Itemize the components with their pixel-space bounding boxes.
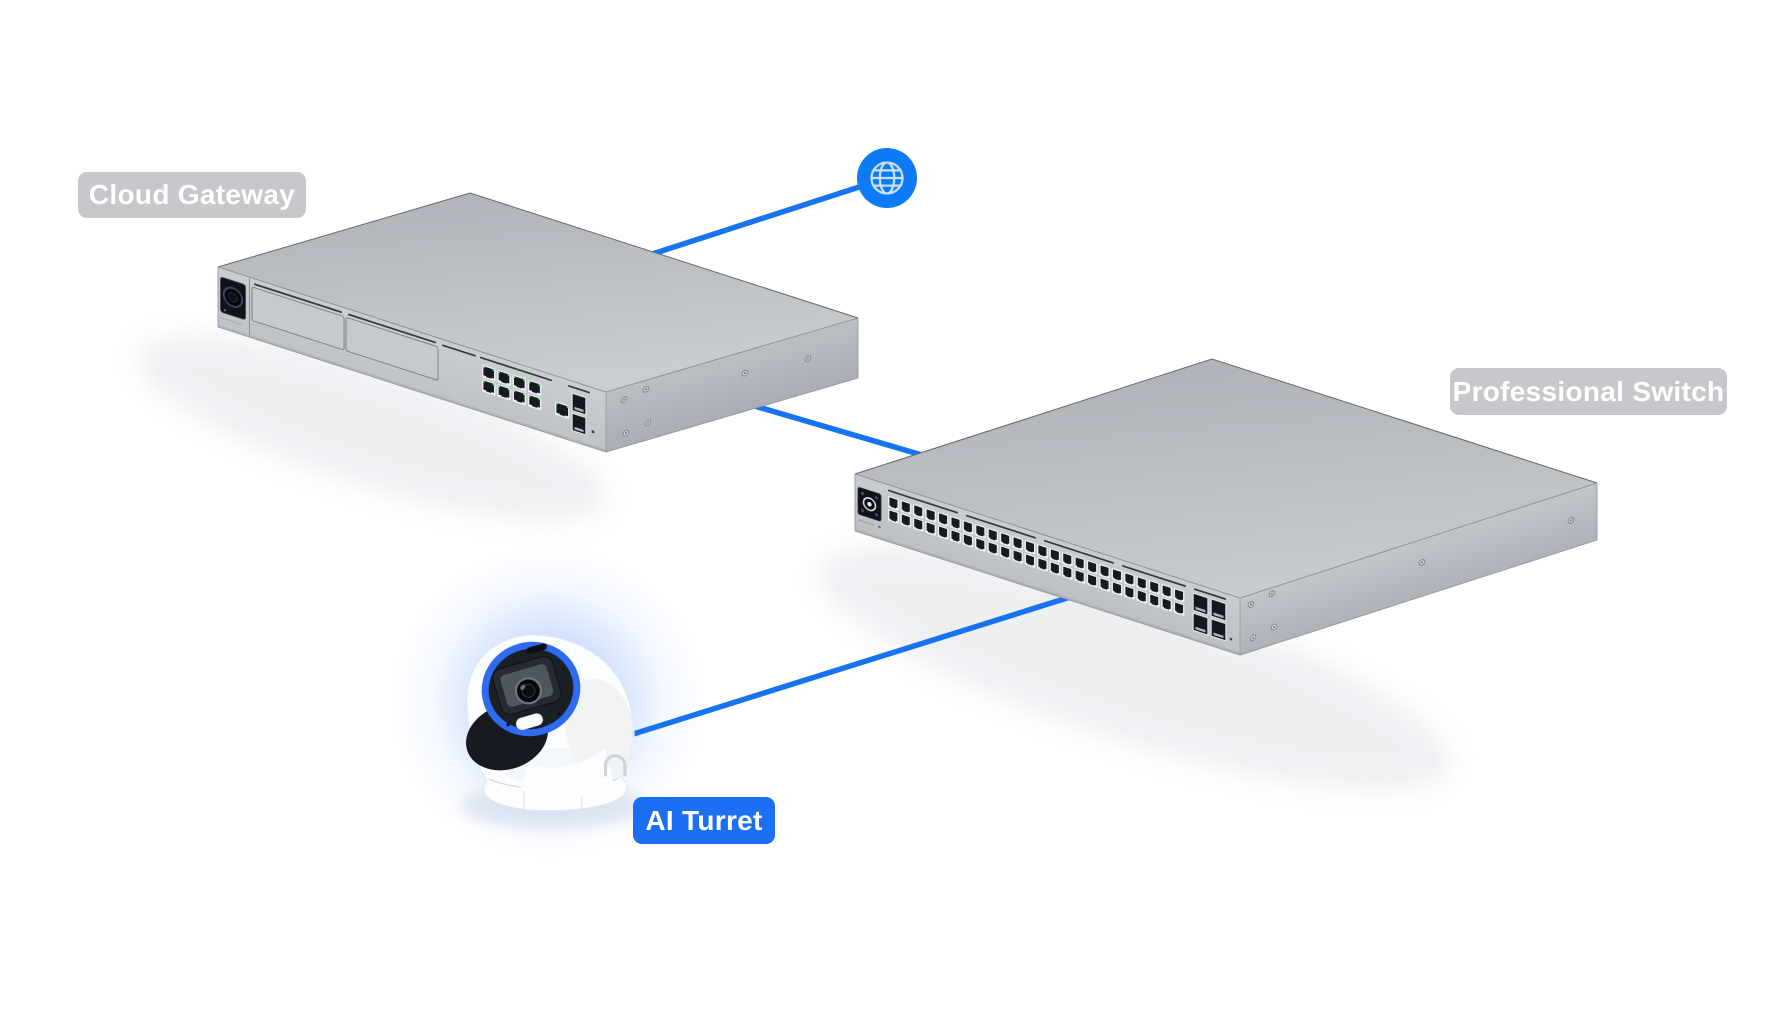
professional-switch-device (854, 358, 1598, 656)
gateway-drive-bays (251, 287, 439, 381)
connection-internet-gateway (637, 175, 890, 261)
camera-status-light-pill (515, 713, 543, 731)
ai-turret-camera (466, 634, 635, 812)
switch-logo-plate (857, 487, 882, 529)
switch-vent-slots (888, 489, 1226, 600)
camera-lens (514, 677, 542, 705)
gateway-top-face (218, 193, 858, 392)
drive-bay-door (251, 287, 345, 351)
switch-front-face (855, 474, 1240, 656)
switch-side-screws (1247, 516, 1575, 642)
gateway-side-face (606, 318, 858, 452)
professional-switch-label-text: Professional Switch (1452, 375, 1725, 407)
cloud-gateway-label-text: Cloud Gateway (88, 179, 296, 210)
gateway-sfp-ports (571, 392, 587, 436)
camera-ubiquiti-logo (603, 754, 627, 777)
camera-ir-window (526, 643, 547, 654)
switch-side-face (1240, 482, 1597, 655)
gateway-front-face (218, 267, 606, 453)
professional-switch-label-chip[interactable]: Professional Switch (1450, 368, 1727, 415)
ai-turret-label-text: AI Turret (645, 804, 763, 836)
internet-globe-icon[interactable] (857, 148, 917, 208)
ai-turret-label-chip[interactable]: AI Turret (633, 797, 775, 844)
drive-bay-door (345, 317, 439, 381)
globe-glyph (870, 161, 904, 195)
connection-switch-camera (557, 569, 1153, 760)
gateway-side-screws (620, 355, 812, 437)
switch-top-face (855, 359, 1597, 598)
switch-rj45-ports (888, 496, 1185, 616)
switch-edges (854, 358, 1598, 656)
camera-face (481, 641, 581, 737)
cloud-gateway-label-chip[interactable]: Cloud Gateway (78, 172, 306, 218)
gateway-vent-slots (254, 283, 590, 394)
gateway-lan-ports (482, 364, 542, 411)
gateway-wan-port (555, 401, 570, 419)
cloud-gateway-device (217, 192, 859, 453)
gateway-screen (220, 277, 246, 326)
gateway-edges (217, 192, 859, 453)
switch-sfp-plus-ports (1192, 592, 1227, 642)
